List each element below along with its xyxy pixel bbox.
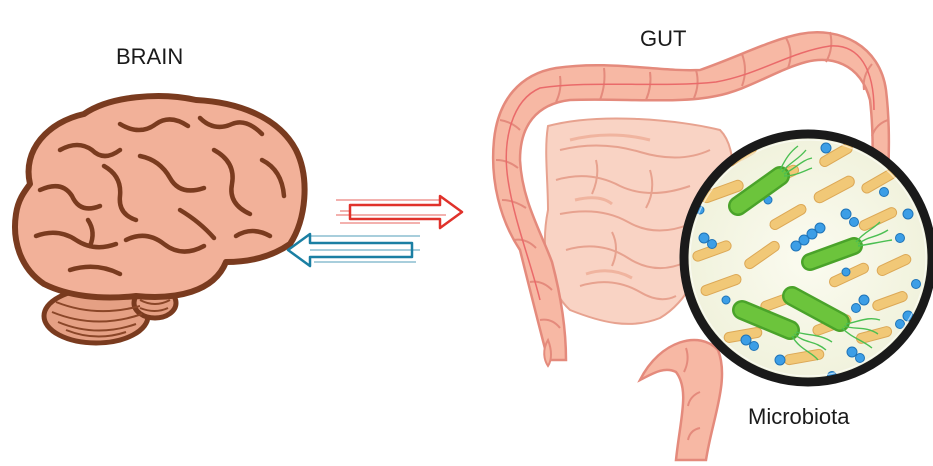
brain-icon bbox=[15, 96, 305, 343]
arrow-right-icon bbox=[336, 196, 462, 228]
microbiota-magnifier-icon bbox=[684, 134, 932, 382]
gut-label: GUT bbox=[640, 26, 686, 52]
appendix bbox=[544, 340, 551, 366]
rectum bbox=[640, 340, 722, 460]
arrow-left-icon bbox=[288, 234, 420, 266]
brain-label: BRAIN bbox=[116, 44, 183, 70]
microbiota-label: Microbiota bbox=[748, 404, 849, 430]
cerebrum bbox=[15, 96, 305, 297]
